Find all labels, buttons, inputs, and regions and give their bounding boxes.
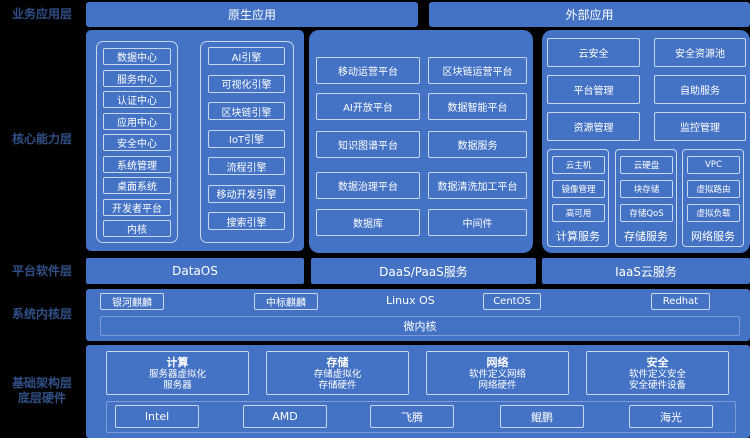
chip-vendor[interactable]: Intel — [115, 405, 199, 428]
layer-label-core: 核心能力层 — [11, 132, 72, 146]
service-group: 云主机镜像管理高可用计算服务 — [547, 149, 609, 247]
cloud-item[interactable]: 平台管理 — [547, 75, 640, 104]
infra-card[interactable]: 安全软件定义安全安全硬件设备 — [586, 351, 729, 395]
platform-item[interactable]: 数据服务 — [428, 131, 527, 158]
infra-card-line: 服务器虚拟化 — [148, 368, 206, 380]
platform-daas-paas[interactable]: DaaS/PaaS服务 — [311, 258, 536, 284]
center-item[interactable]: 应用中心 — [103, 112, 171, 130]
engine-item[interactable]: AI引擎 — [208, 47, 285, 65]
os-kylin-zhongbiao[interactable]: 中标麒麟 — [254, 293, 318, 310]
center-item[interactable]: 内核 — [103, 220, 171, 237]
layer-label-business: 业务应用层 — [11, 7, 72, 21]
infra-card-title: 网络 — [486, 355, 509, 369]
platform-dataos[interactable]: DataOS — [86, 258, 304, 284]
infra-card-title: 存储 — [326, 355, 349, 369]
infra-card-title: 安全 — [646, 355, 669, 369]
platform-item[interactable]: AI开放平台 — [316, 93, 420, 120]
center-item[interactable]: 服务中心 — [103, 69, 171, 87]
service-item[interactable]: 虚拟负载 — [687, 204, 740, 222]
platform-item[interactable]: 数据清洗加工平台 — [428, 172, 527, 199]
chip-vendor[interactable]: 海光 — [629, 405, 713, 428]
service-item[interactable]: VPC — [687, 156, 740, 174]
service-item[interactable]: 镜像管理 — [552, 180, 605, 198]
center-item[interactable]: 桌面系统 — [103, 177, 171, 194]
platform-item[interactable]: 中间件 — [428, 209, 527, 236]
platform-item[interactable]: 数据库 — [316, 209, 420, 236]
infra-card[interactable]: 网络软件定义网络网络硬件 — [426, 351, 569, 395]
infra-card-line: 存储硬件 — [318, 379, 357, 391]
service-item[interactable]: 云硬盘 — [620, 156, 673, 174]
engine-item[interactable]: 搜索引擎 — [208, 212, 285, 230]
infra-card-line: 软件定义网络 — [468, 368, 526, 380]
platform-item[interactable]: 数据智能平台 — [428, 93, 527, 120]
engine-item[interactable]: IoT引擎 — [208, 129, 285, 148]
kernel-panel: 银河麒麟 中标麒麟 Linux OS CentOS Redhat 微内核 — [86, 289, 750, 341]
layer-label-infra-2: 底层硬件 — [17, 391, 66, 405]
chip-vendor[interactable]: 飞腾 — [370, 405, 454, 428]
cloud-item[interactable]: 云安全 — [547, 38, 640, 67]
platform-item[interactable]: 数据治理平台 — [316, 172, 420, 199]
external-apps[interactable]: 外部应用 — [429, 2, 750, 27]
service-group: VPC 虚拟路由虚拟负载网络服务 — [682, 149, 744, 247]
center-item[interactable]: 认证中心 — [103, 91, 171, 108]
service-item[interactable]: 虚拟路由 — [687, 180, 740, 198]
service-item[interactable]: 云主机 — [552, 156, 605, 174]
service-group-title: 网络服务 — [691, 230, 735, 243]
core-right-panel: 云安全安全资源池平台管理自助服务资源管理监控管理云主机镜像管理高可用计算服务云硬… — [542, 30, 750, 253]
cloud-item[interactable]: 安全资源池 — [654, 38, 746, 67]
platform-iaas[interactable]: IaaS云服务 — [542, 258, 750, 284]
service-group: 云硬盘块存储存储QoS 存储服务 — [615, 149, 677, 247]
engine-item[interactable]: 可视化引擎 — [208, 74, 285, 93]
cloud-item[interactable]: 监控管理 — [654, 112, 746, 141]
platform-item[interactable]: 知识图谱平台 — [316, 131, 420, 158]
cloud-item[interactable]: 资源管理 — [547, 112, 640, 141]
service-item[interactable]: 高可用 — [552, 204, 605, 222]
platform-item[interactable]: 移动运营平台 — [316, 57, 420, 84]
chip-vendor[interactable]: 鲲鹏 — [500, 405, 584, 428]
infra-card[interactable]: 计算服务器虚拟化服务器 — [106, 351, 249, 395]
engine-item[interactable]: 区块链引擎 — [208, 102, 285, 120]
engine-item[interactable]: 流程引擎 — [208, 157, 285, 175]
infra-card-line: 服务器 — [163, 379, 192, 391]
engine-item[interactable]: 移动开发引擎 — [208, 184, 285, 203]
layer-label-platform: 平台软件层 — [11, 264, 72, 278]
service-group-title: 存储服务 — [624, 230, 668, 243]
infra-panel: 计算服务器虚拟化服务器存储存储虚拟化存储硬件网络软件定义网络网络硬件安全软件定义… — [86, 345, 750, 438]
center-item[interactable]: 数据中心 — [103, 48, 171, 65]
center-item[interactable]: 安全中心 — [103, 134, 171, 151]
os-centos[interactable]: CentOS — [483, 293, 541, 310]
service-group-title: 计算服务 — [556, 230, 600, 243]
layer-label-infra-1: 基础架构层 — [11, 376, 72, 390]
core-middle-panel: 移动运营平台区块链运营平台 AI开放平台数据智能平台知识图谱平台数据服务数据治理平… — [309, 30, 533, 253]
infra-card-line: 存储虚拟化 — [313, 368, 362, 380]
chip-vendor[interactable]: AMD — [243, 405, 327, 428]
center-item[interactable]: 系统管理 — [103, 155, 171, 173]
center-group: 数据中心服务中心认证中心应用中心安全中心系统管理桌面系统开发者平台内核 — [96, 41, 178, 243]
service-item[interactable]: 块存储 — [620, 180, 673, 198]
service-item[interactable]: 存储QoS — [620, 204, 673, 222]
infra-card[interactable]: 存储存储虚拟化存储硬件 — [266, 351, 409, 395]
cloud-item[interactable]: 自助服务 — [654, 75, 746, 104]
platform-item[interactable]: 区块链运营平台 — [428, 57, 527, 84]
chip-strip: Intel AMD 飞腾 鲲鹏 海光 — [106, 401, 736, 433]
infra-card-line: 安全硬件设备 — [628, 379, 686, 391]
native-apps[interactable]: 原生应用 — [86, 2, 418, 27]
infra-card-title: 计算 — [166, 355, 189, 369]
core-left-panel: 数据中心服务中心认证中心应用中心安全中心系统管理桌面系统开发者平台内核 AI引擎… — [86, 30, 304, 251]
linux-os-label: Linux OS — [386, 294, 435, 307]
layer-label-kernel: 系统内核层 — [11, 307, 72, 321]
os-kylin-yinhe[interactable]: 银河麒麟 — [100, 293, 164, 310]
infra-card-line: 软件定义安全 — [628, 368, 686, 380]
engine-group: AI引擎可视化引擎区块链引擎 IoT引擎流程引擎移动开发引擎搜索引擎 — [200, 41, 294, 243]
infra-card-line: 网络硬件 — [478, 379, 517, 391]
os-redhat[interactable]: Redhat — [651, 293, 710, 310]
layer-label-infra: 基础架构层底层硬件 — [0, 376, 84, 406]
center-item[interactable]: 开发者平台 — [103, 198, 171, 216]
microkernel[interactable]: 微内核 — [100, 316, 740, 336]
